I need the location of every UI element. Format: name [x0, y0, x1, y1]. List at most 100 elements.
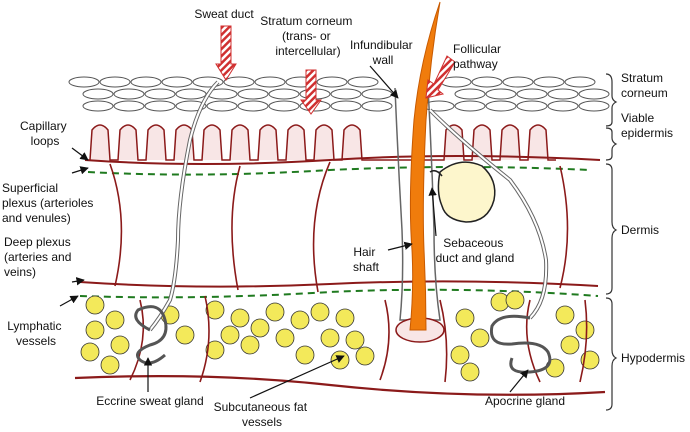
corneocyte-cell [578, 100, 610, 112]
capillary-loops-label: Capillary loops [20, 119, 70, 148]
apocrine-gland [489, 314, 552, 374]
sebaceous-label: Sebaceous duct and gland [436, 236, 515, 265]
fat-cell [230, 308, 250, 328]
corneocyte-cell [316, 76, 348, 88]
corneocyte-cell [99, 76, 131, 88]
corneocyte-cell [144, 88, 176, 100]
fat-cell [560, 335, 580, 355]
fat-cell [250, 318, 270, 338]
corneocyte-cell [471, 76, 503, 88]
fat-cell [450, 345, 470, 365]
corneocyte-cell [547, 88, 579, 100]
corneocyte-cell [268, 88, 300, 100]
hypodermis-bottom-vessel [74, 375, 606, 396]
corneocyte-cell [361, 88, 393, 100]
infundibular-wall-label: Infundibular wall [350, 38, 416, 67]
layer-hypodermis-label: Hypodermis [621, 351, 685, 365]
deep-plexus-vessel [79, 280, 599, 288]
stratum-corneum-cells [68, 76, 610, 112]
subcutaneous-fat-cells [80, 290, 600, 382]
sweat-duct-arrow [215, 25, 237, 81]
layer-braces [605, 73, 618, 411]
corneocyte-cell [144, 100, 176, 112]
corneocyte-cell [454, 88, 486, 100]
hair-shaft-label: Hair shaft [353, 245, 380, 274]
corneocyte-cell [113, 100, 145, 112]
fat-cell [295, 345, 315, 365]
fat-cell [310, 302, 330, 322]
layer-dermis-label: Dermis [621, 223, 659, 237]
superficial-plexus-label: Superficial plexus (arterioles and venul… [2, 181, 97, 225]
fat-cell [265, 302, 285, 322]
follicular-pathway-label: Follicular pathway [453, 42, 504, 71]
fat-cell [345, 330, 365, 350]
fat-cell [100, 355, 120, 375]
fat-cell [205, 300, 225, 320]
sweat-duct [148, 80, 220, 332]
fat-cell [470, 328, 490, 348]
corneocyte-cell [485, 100, 517, 112]
dermal-vessels [109, 161, 569, 293]
eccrine-sweat-gland-label: Eccrine sweat gland [96, 394, 203, 408]
stratum-corneum-path-label: Stratum corneum (trans- or intercellular… [260, 14, 355, 58]
corneocyte-cell [237, 88, 269, 100]
corneocyte-cell [192, 76, 224, 88]
corneocyte-cell [254, 76, 286, 88]
fat-cell [205, 340, 225, 360]
fat-cell [220, 325, 240, 345]
corneocyte-cell [82, 100, 114, 112]
corneocyte-cell [516, 88, 548, 100]
corneocyte-cell [206, 100, 238, 112]
fat-cell [80, 342, 100, 362]
fat-cell [175, 325, 195, 345]
deep-plexus-label: Deep plexus (arteries and veins) [4, 235, 75, 279]
corneocyte-cell [347, 76, 379, 88]
fat-cell [555, 305, 575, 325]
sebaceous-duct [429, 169, 443, 177]
eccrine-sweat-gland [134, 305, 168, 365]
layer-stratum-corneum-label: Stratum corneum [621, 71, 668, 100]
subcutaneous-fat-vessels-label: Subcutaneous fat vessels [214, 400, 311, 429]
apocrine-gland-label: Apocrine gland [485, 394, 565, 408]
corneocyte-cell [578, 88, 610, 100]
corneocyte-cell [237, 100, 269, 112]
corneocyte-cell [485, 88, 517, 100]
follicular-pathway-arrow [425, 55, 456, 99]
superficial-plexus-vessel [84, 155, 601, 165]
leader-lines [59, 65, 529, 399]
corneocyte-cell [330, 100, 362, 112]
fat-cell [505, 290, 525, 310]
fat-cell [105, 310, 125, 330]
corneocyte-cell [161, 76, 193, 88]
corneocyte-cell [175, 88, 207, 100]
fat-cell [240, 335, 260, 355]
fat-cell [85, 320, 105, 340]
corneocyte-cell [502, 76, 534, 88]
corneocyte-cell [547, 100, 579, 112]
layer-viable-epidermis-label: Viable epidermis [621, 111, 673, 140]
corneocyte-cell [564, 76, 596, 88]
lymphatic-vessels-label: Lymphatic vessels [7, 319, 65, 348]
corneocyte-cell [68, 76, 100, 88]
corneocyte-cell [454, 100, 486, 112]
sweat-duct-label: Sweat duct [194, 7, 254, 21]
fat-cell [355, 346, 375, 366]
corneocyte-cell [516, 100, 548, 112]
corneocyte-cell [361, 100, 393, 112]
corneocyte-cell [130, 76, 162, 88]
corneocyte-cell [113, 88, 145, 100]
stratum-corneum-arrow [300, 69, 322, 115]
hair-shaft [409, 1, 441, 331]
fat-cell [460, 362, 480, 382]
corneocyte-cell [223, 76, 255, 88]
fat-cell [455, 308, 475, 328]
fat-cell [275, 328, 295, 348]
fat-cell [575, 320, 595, 340]
fat-cell [290, 310, 310, 330]
corneocyte-cell [82, 88, 114, 100]
fat-cell [320, 328, 340, 348]
corneocyte-cell [533, 76, 565, 88]
sebaceous-gland [437, 161, 496, 223]
corneocyte-cell [330, 88, 362, 100]
